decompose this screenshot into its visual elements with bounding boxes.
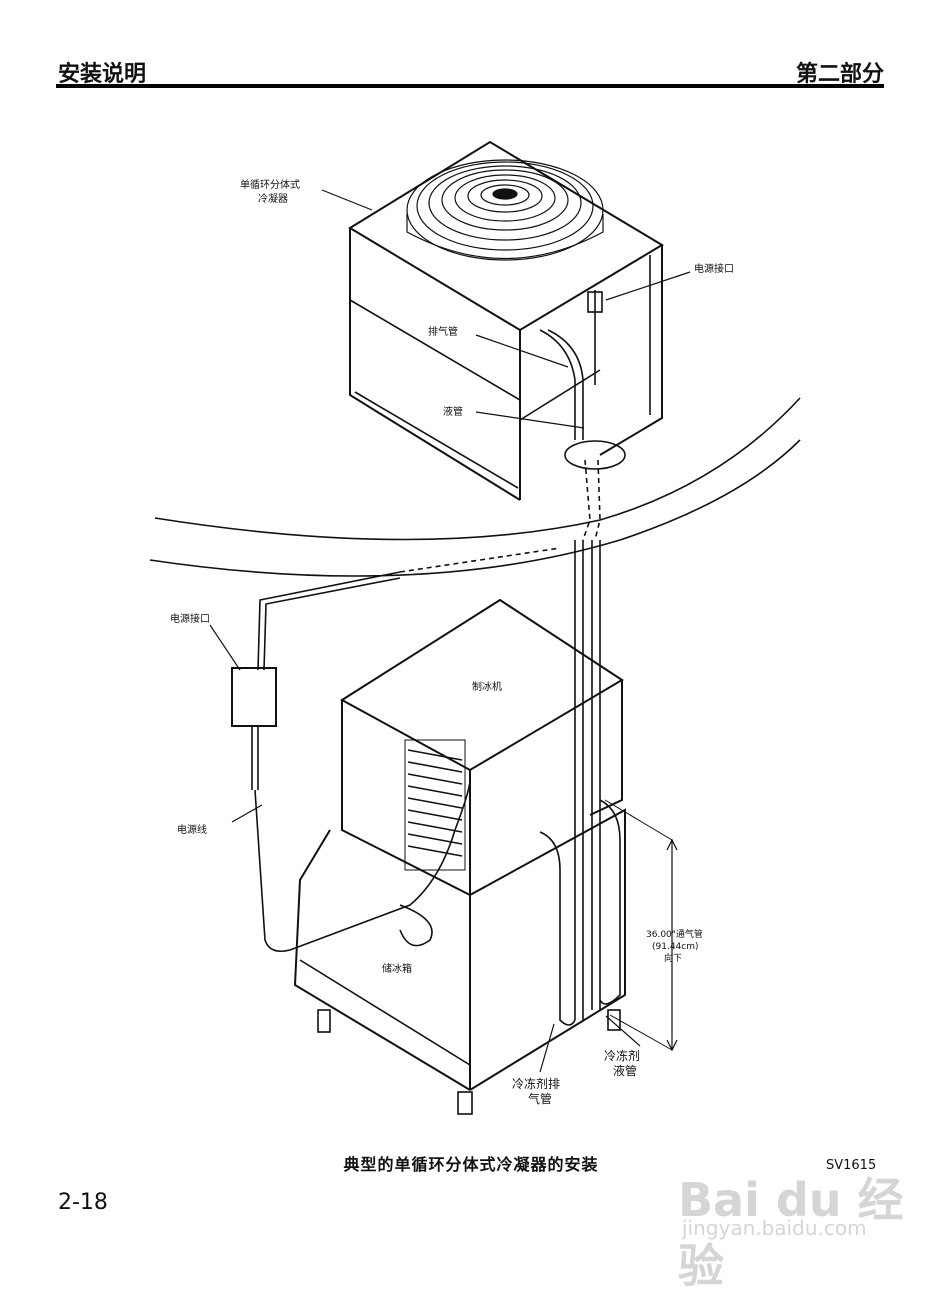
header-rule [56,84,884,88]
label-liquid-pipe: 液管 [443,405,463,418]
label-vent-2: (91.44cm) [652,942,699,952]
label-ice-machine: 制冰机 [472,680,502,693]
label-vent-3: 向下 [664,952,682,964]
label-power-left: 电源接口 [170,612,210,625]
discharge-pipe-top [539,329,576,440]
watermark: Bai du 经验 jingyan.baidu.com [668,1150,908,1293]
section-title: 安装说明 [58,62,147,87]
figure-code: SV1615 [826,1158,877,1173]
label-condenser-2: 冷凝器 [258,192,288,205]
wall-power-box [231,667,277,727]
ceiling-curve-upper [154,397,801,541]
page-number: 2-18 [58,1190,108,1215]
label-bin: 储冰箱 [382,962,412,975]
figure-caption: 典型的单循环分体式冷凝器的安装 [343,1155,599,1174]
condenser-power-box [587,291,603,313]
label-refrigerant-discharge-2: 气管 [528,1091,552,1106]
part-title: 第二部分 [795,62,884,87]
watermark-logo: Bai du 经验 [678,1173,904,1293]
label-power-cord: 电源线 [177,823,207,836]
ice-machine [340,598,624,896]
label-condenser-1: 单循环分体式 [240,178,300,191]
power-cord [254,779,471,953]
fan-coil [406,159,604,261]
ceiling-curve-lower [149,439,801,577]
roof-opening [564,440,626,470]
label-vent-1: 36.00"通气管 [646,928,703,940]
ice-bin [293,808,626,1115]
label-refrigerant-liquid-2: 液管 [613,1063,637,1078]
label-discharge-pipe: 排气管 [428,325,458,338]
label-refrigerant-liquid-1: 冷冻剂 [604,1048,640,1063]
label-refrigerant-discharge-1: 冷冻剂排 [512,1076,560,1091]
watermark-url: jingyan.baidu.com [682,1216,867,1240]
label-power-top: 电源接口 [694,262,734,275]
condenser-unit [348,140,664,501]
